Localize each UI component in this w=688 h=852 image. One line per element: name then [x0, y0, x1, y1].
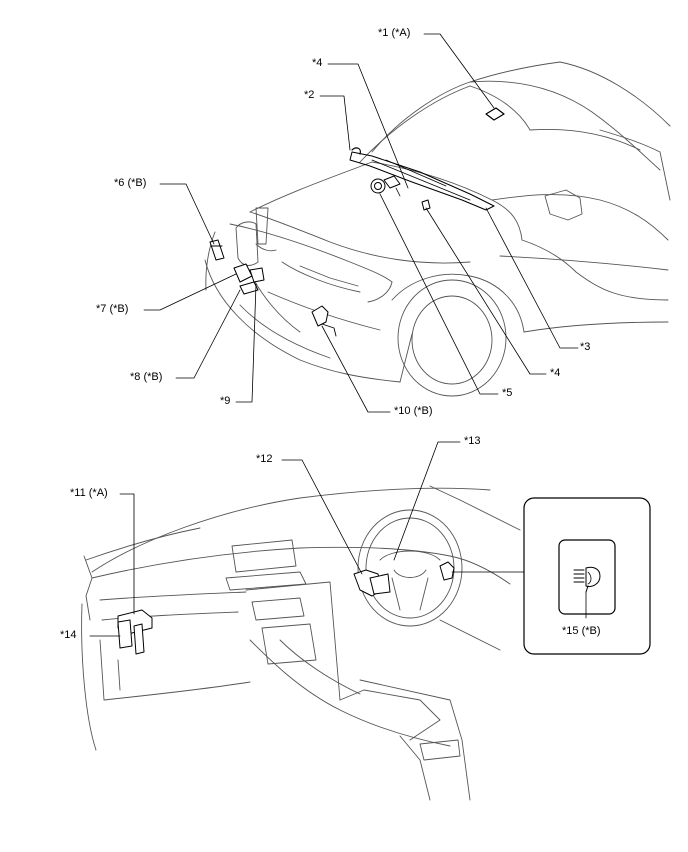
instrument-panel-illustration	[81, 485, 521, 801]
leader-lines-lower	[89, 441, 525, 637]
ecu-parts	[117, 609, 153, 655]
callout-2: *2	[304, 89, 315, 101]
switch-detail-frame	[558, 539, 616, 615]
callout-12: *12	[256, 453, 273, 465]
callout-8: *8 (*B)	[130, 371, 163, 383]
callout-4-top: *4	[312, 57, 323, 69]
callout-14: *14	[60, 629, 77, 641]
rain-sensor-part	[485, 107, 505, 121]
callout-10: *10 (*B)	[394, 405, 433, 417]
callout-3: *3	[580, 341, 591, 353]
combination-switch-parts	[353, 561, 455, 597]
callout-1: *1 (*A)	[378, 27, 411, 39]
headlight-beam-switch-icon	[573, 566, 601, 593]
washer-tank-illustration	[235, 207, 277, 266]
wiper-assembly-illustration	[349, 147, 495, 211]
callout-5: *5	[502, 387, 513, 399]
callout-4-right: *4	[550, 367, 561, 379]
callout-13: *13	[464, 435, 481, 447]
leader-lines-upper	[143, 33, 579, 413]
callout-9: *9	[220, 395, 231, 407]
callout-6: *6 (*B)	[114, 177, 147, 189]
callout-15: *15 (*B)	[562, 625, 601, 637]
vehicle-front-illustration	[204, 61, 671, 397]
callout-11: *11 (*A)	[70, 487, 108, 499]
front-sensor-parts	[209, 239, 337, 337]
callout-7: *7 (*B)	[96, 303, 129, 315]
